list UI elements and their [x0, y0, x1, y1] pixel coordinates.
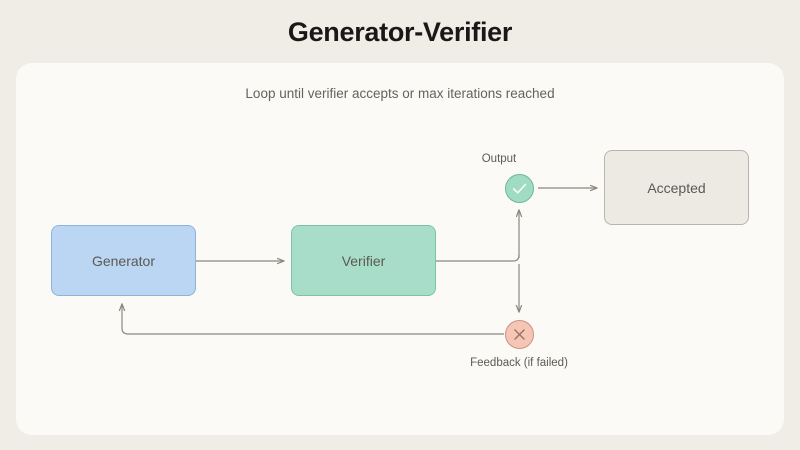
edge-cross-to-generator-feedback: [118, 303, 504, 335]
node-accepted-label: Accepted: [647, 179, 706, 196]
node-verifier-label: Verifier: [341, 252, 386, 269]
panel-subtitle: Loop until verifier accepts or max itera…: [245, 86, 555, 101]
node-success-marker[interactable]: [505, 174, 534, 203]
page-title: Generator-Verifier: [287, 17, 513, 47]
cross-icon: [514, 329, 525, 340]
check-icon: [512, 183, 527, 194]
node-generator-label: Generator: [91, 252, 156, 269]
node-failure-marker[interactable]: [505, 320, 534, 349]
node-accepted[interactable]: Accepted: [604, 150, 749, 225]
edge-label-feedback: Feedback (if failed): [470, 357, 568, 369]
node-generator[interactable]: Generator: [51, 225, 196, 296]
node-verifier[interactable]: Verifier: [291, 225, 436, 296]
edge-label-output: Output: [481, 153, 517, 165]
edge-verifier-to-junction: [436, 254, 520, 262]
